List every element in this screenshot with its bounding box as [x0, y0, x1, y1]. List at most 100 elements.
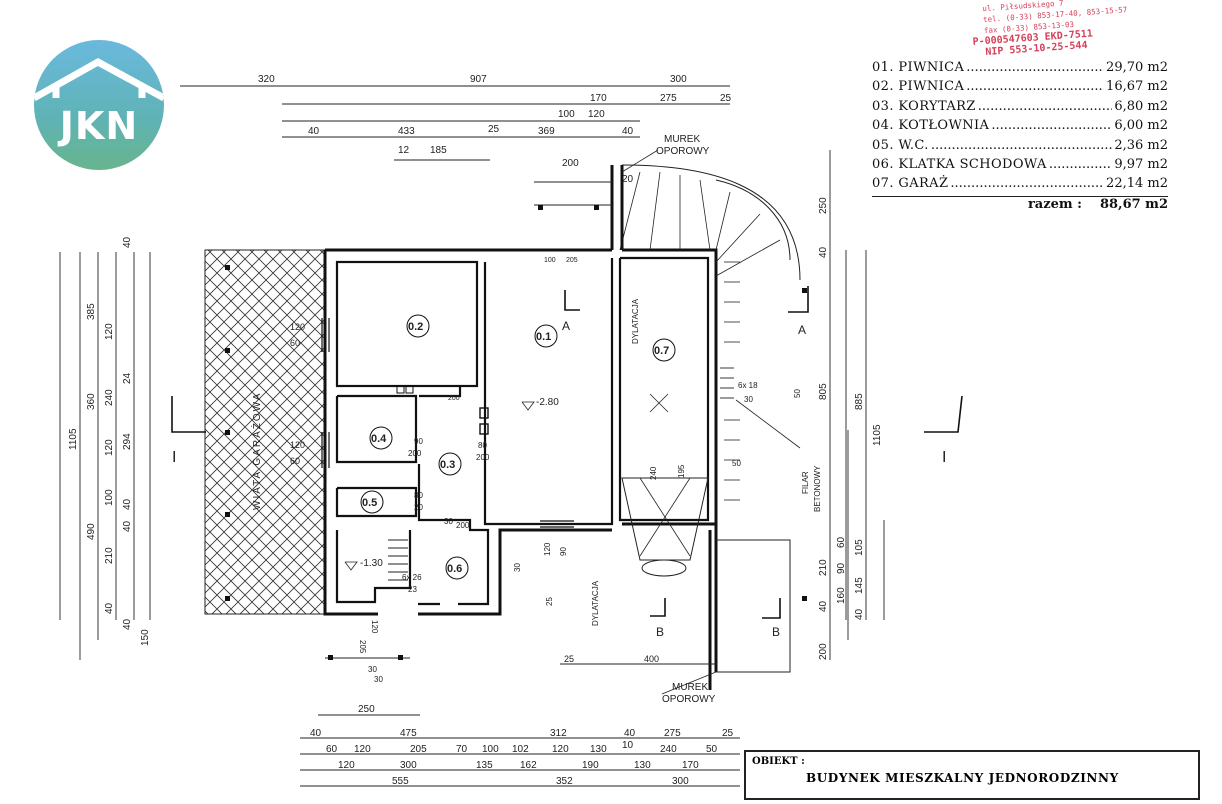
annotation: I	[942, 449, 946, 466]
svg-text:23: 23	[408, 585, 417, 594]
svg-text:40: 40	[624, 728, 636, 739]
svg-text:40: 40	[310, 728, 322, 739]
svg-text:60: 60	[290, 338, 300, 348]
object-label: OBIEKT :	[752, 756, 805, 767]
svg-text:185: 185	[430, 145, 447, 156]
svg-text:90: 90	[836, 562, 847, 574]
svg-text:200: 200	[448, 395, 460, 402]
table-row: 02. PIWNICA.............................…	[872, 79, 1168, 98]
svg-text:907: 907	[470, 74, 487, 85]
object-title-box: OBIEKT : BUDYNEK MIESZKALNY JEDNORODZINN…	[744, 750, 1200, 800]
svg-text:120: 120	[104, 323, 115, 340]
svg-text:30: 30	[368, 665, 377, 674]
room-area: 22,14 m2	[1106, 176, 1168, 192]
svg-text:135: 135	[476, 760, 493, 771]
svg-text:205: 205	[358, 640, 367, 654]
svg-text:60: 60	[326, 744, 338, 755]
svg-text:60: 60	[290, 456, 300, 466]
svg-text:25: 25	[564, 654, 574, 664]
svg-text:40: 40	[854, 608, 865, 620]
svg-text:120: 120	[354, 744, 371, 755]
svg-text:312: 312	[550, 728, 567, 739]
svg-text:105: 105	[854, 539, 865, 556]
svg-text:50: 50	[706, 744, 718, 755]
svg-text:40: 40	[308, 126, 320, 137]
svg-text:10: 10	[622, 740, 634, 751]
svg-text:24: 24	[122, 372, 133, 384]
svg-text:120: 120	[290, 440, 305, 450]
room-labels: 0.2 0.1 0.3 0.4 0.5 0.6 0.7	[360, 314, 676, 580]
svg-text:12: 12	[398, 145, 410, 156]
svg-text:1105: 1105	[872, 424, 883, 446]
svg-text:25: 25	[722, 728, 734, 739]
table-row: 05. W.C.................................…	[872, 138, 1168, 157]
room-area: 29,70 m2	[1106, 60, 1168, 75]
svg-text:40: 40	[622, 126, 634, 137]
room-area: 2,36 m2	[1114, 137, 1168, 153]
annotation: OPOROWY	[656, 146, 710, 157]
svg-text:369: 369	[538, 126, 555, 137]
opening-dimensions: 120 60 120 60 100 205 200 90 200 80 200 …	[290, 257, 802, 684]
svg-text:200: 200	[818, 643, 829, 660]
table-row: 03. KORYTARZ............................…	[872, 99, 1168, 118]
svg-text:40: 40	[122, 236, 133, 248]
svg-text:130: 130	[590, 744, 607, 755]
svg-text:120: 120	[370, 620, 379, 634]
table-row: 04. KOTŁOWNIA...........................…	[872, 118, 1168, 137]
svg-text:102: 102	[512, 744, 529, 755]
svg-text:40: 40	[104, 602, 115, 614]
svg-text:120: 120	[338, 760, 355, 771]
svg-text:50: 50	[732, 459, 741, 468]
room-area: 6,80 m2	[1114, 98, 1168, 114]
annotation: BETONOWY	[813, 465, 822, 512]
svg-text:90: 90	[414, 437, 423, 446]
annotation: WIATA GARAŻOWA	[250, 392, 263, 510]
svg-text:25: 25	[488, 124, 500, 135]
annotation: MUREK	[664, 134, 700, 145]
svg-text:30: 30	[444, 517, 453, 526]
svg-text:555: 555	[392, 776, 409, 787]
svg-text:120: 120	[104, 439, 115, 456]
room-label: 0.2	[408, 321, 423, 333]
svg-text:200: 200	[408, 449, 422, 458]
svg-text:170: 170	[682, 760, 699, 771]
rooms-area-table: 01. PIWNICA.............................…	[872, 60, 1168, 215]
company-logo: JKN	[34, 40, 164, 170]
room-name: 04. KOTŁOWNIA	[872, 118, 990, 134]
svg-text:352: 352	[556, 776, 573, 787]
svg-text:275: 275	[664, 728, 681, 739]
svg-text:294: 294	[122, 433, 133, 450]
room-name: 07. GARAŻ	[872, 176, 949, 192]
svg-text:200: 200	[476, 453, 490, 462]
svg-text:433: 433	[398, 126, 415, 137]
svg-text:20: 20	[622, 174, 634, 185]
svg-text:25: 25	[545, 597, 554, 606]
svg-text:300: 300	[400, 760, 417, 771]
annotation: A	[798, 323, 806, 337]
svg-text:250: 250	[358, 704, 375, 715]
table-row: 06. KLATKA SCHODOWA.....................…	[872, 157, 1168, 176]
annotation: OPOROWY	[662, 694, 716, 705]
svg-text:25: 25	[720, 93, 732, 104]
svg-text:100: 100	[544, 257, 556, 264]
svg-text:120: 120	[552, 744, 569, 755]
svg-text:240: 240	[104, 389, 115, 406]
svg-text:100: 100	[104, 489, 115, 506]
svg-text:20: 20	[414, 503, 423, 512]
svg-text:162: 162	[520, 760, 537, 771]
svg-text:360: 360	[86, 393, 97, 410]
svg-text:80: 80	[478, 441, 487, 450]
windows	[321, 318, 574, 528]
svg-text:40: 40	[122, 618, 133, 630]
stairs	[388, 367, 734, 581]
object-name: BUDYNEK MIESZKALNY JEDNORODZINNY	[806, 771, 1119, 785]
room-label: 0.3	[440, 459, 455, 471]
svg-text:240: 240	[660, 744, 677, 755]
svg-text:60: 60	[836, 536, 847, 548]
ramp-outline	[621, 164, 801, 673]
dimension-lines	[59, 85, 885, 787]
svg-text:475: 475	[400, 728, 417, 739]
table-row: 07. GARAŻ...............................…	[872, 176, 1168, 197]
annotation: MUREK	[672, 682, 708, 693]
total-label: razem :	[1027, 196, 1082, 212]
